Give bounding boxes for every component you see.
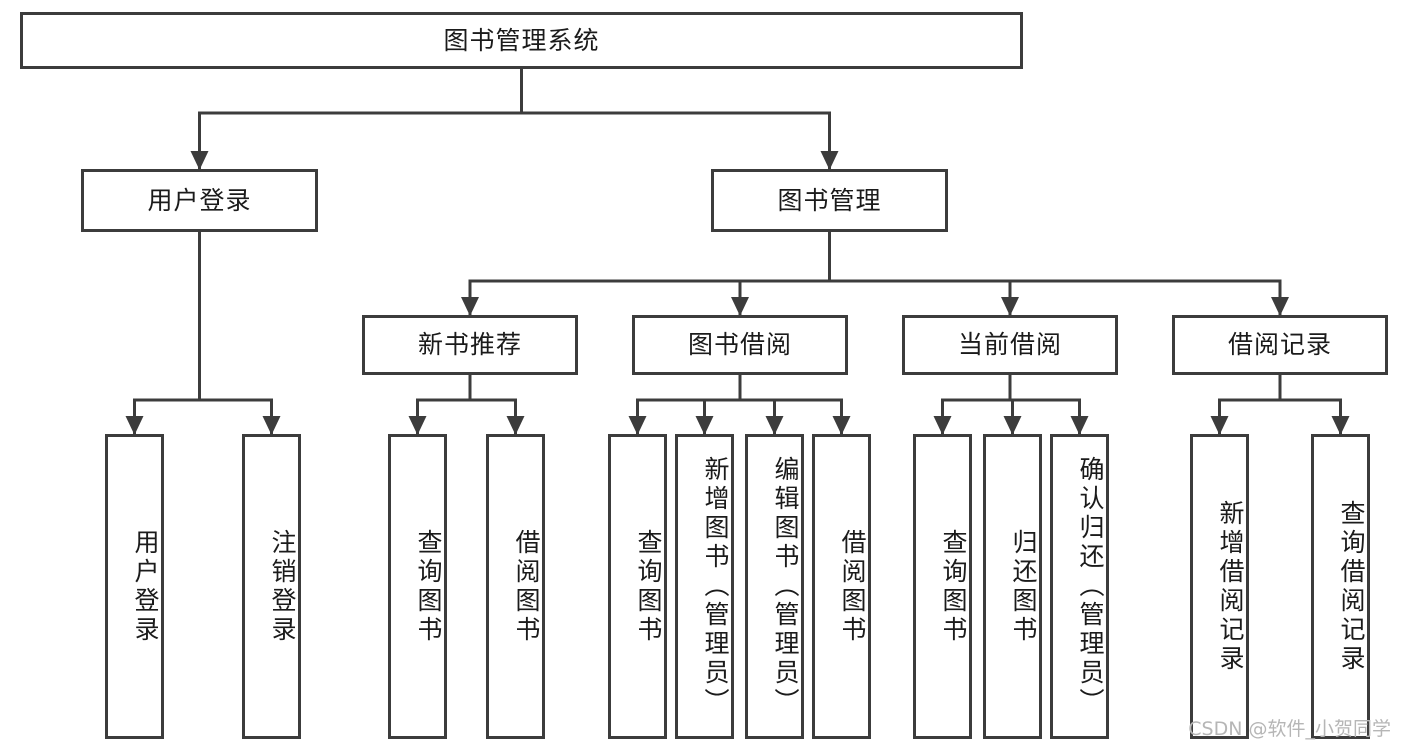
arrowhead-leaf-user-login <box>125 416 144 435</box>
arrowhead-leaf-edit-book <box>765 416 784 435</box>
node-book-borrow[interactable]: 图书借阅 <box>632 315 848 375</box>
node-label: 新增借阅记录 <box>1216 499 1245 674</box>
node-leaf-borrow-book-2[interactable]: 借阅图书 <box>812 434 871 739</box>
node-label: 编辑图书（管理员） <box>771 456 800 717</box>
node-label: 新书推荐 <box>417 330 522 360</box>
node-label: 查询图书 <box>634 528 663 645</box>
node-label: 借阅图书 <box>838 528 867 645</box>
arrowhead-leaf-add-book <box>695 416 714 435</box>
node-leaf-query-record[interactable]: 查询借阅记录 <box>1311 434 1370 739</box>
arrowhead-leaf-logout <box>262 416 281 435</box>
arrowhead-leaf-confirm-return <box>1070 416 1089 435</box>
node-leaf-add-record[interactable]: 新增借阅记录 <box>1190 434 1249 739</box>
node-label: 查询借阅记录 <box>1337 499 1366 674</box>
node-label: 借阅记录 <box>1227 330 1332 360</box>
node-leaf-query-book-3[interactable]: 查询图书 <box>913 434 972 739</box>
arrowhead-book-borrow <box>731 297 749 316</box>
node-label: 图书借阅 <box>687 330 792 360</box>
node-label: 图书管理 <box>777 185 882 215</box>
node-book-manage[interactable]: 图书管理 <box>711 169 948 232</box>
node-leaf-query-book-2[interactable]: 查询图书 <box>608 434 667 739</box>
arrowhead-book-manage <box>820 151 839 170</box>
node-label: 新增图书（管理员） <box>701 456 730 717</box>
node-label: 用户登录 <box>147 185 252 215</box>
node-label: 查询图书 <box>414 528 443 645</box>
node-root[interactable]: 图书管理系统 <box>20 12 1023 69</box>
arrowhead-current-borrow <box>1001 297 1019 316</box>
arrowhead-leaf-query-book-2 <box>628 416 647 435</box>
node-leaf-edit-book[interactable]: 编辑图书（管理员） <box>745 434 804 739</box>
arrowhead-leaf-query-book-1 <box>408 416 427 435</box>
arrowhead-new-book-rec <box>461 297 479 316</box>
node-label: 确认归还（管理员） <box>1076 456 1105 717</box>
node-user-login[interactable]: 用户登录 <box>81 169 318 232</box>
arrowhead-leaf-return-book <box>1003 416 1022 435</box>
node-borrow-record[interactable]: 借阅记录 <box>1172 315 1388 375</box>
arrowhead-leaf-query-book-3 <box>933 416 952 435</box>
node-label: 注销登录 <box>268 528 297 645</box>
arrowhead-leaf-add-record <box>1210 416 1229 435</box>
node-label: 图书管理系统 <box>443 25 600 55</box>
node-leaf-logout[interactable]: 注销登录 <box>242 434 301 739</box>
node-label: 借阅图书 <box>512 528 541 645</box>
node-leaf-confirm-return[interactable]: 确认归还（管理员） <box>1050 434 1109 739</box>
arrowhead-user-login <box>190 151 209 170</box>
arrowhead-leaf-query-record <box>1331 416 1350 435</box>
node-leaf-borrow-book-1[interactable]: 借阅图书 <box>486 434 545 739</box>
node-leaf-return-book[interactable]: 归还图书 <box>983 434 1042 739</box>
arrowhead-borrow-record <box>1271 297 1289 316</box>
arrowhead-leaf-borrow-book-1 <box>506 416 525 435</box>
node-label: 查询图书 <box>939 528 968 645</box>
node-label: 归还图书 <box>1009 528 1038 645</box>
node-new-book-rec[interactable]: 新书推荐 <box>362 315 578 375</box>
node-label: 当前借阅 <box>957 330 1062 360</box>
arrowhead-leaf-borrow-book-2 <box>832 416 851 435</box>
node-leaf-query-book-1[interactable]: 查询图书 <box>388 434 447 739</box>
node-label: 用户登录 <box>131 528 160 645</box>
node-leaf-user-login[interactable]: 用户登录 <box>105 434 164 739</box>
watermark: CSDN @软件_小贺同学 <box>1188 718 1391 740</box>
node-leaf-add-book[interactable]: 新增图书（管理员） <box>675 434 734 739</box>
node-current-borrow[interactable]: 当前借阅 <box>902 315 1118 375</box>
